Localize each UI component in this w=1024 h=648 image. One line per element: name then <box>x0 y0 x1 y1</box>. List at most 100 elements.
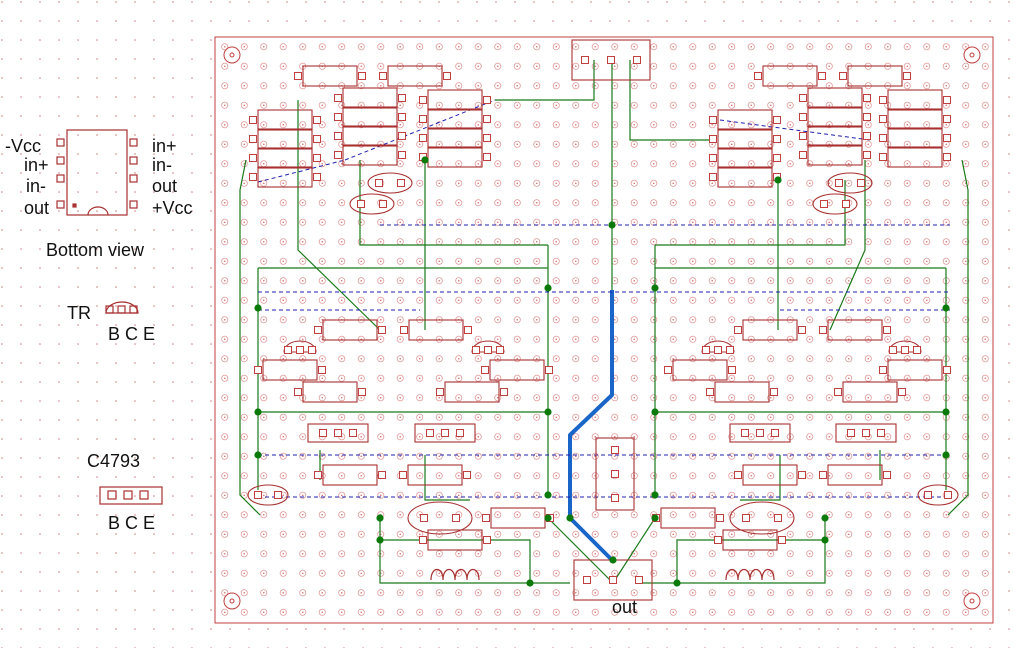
c4793-transistor <box>729 423 791 443</box>
resistor-pad <box>481 366 489 374</box>
resistor <box>427 146 483 168</box>
resistor <box>427 127 483 149</box>
resistor <box>257 147 313 169</box>
junction-dot <box>942 408 950 416</box>
capacitor-pad <box>835 179 843 187</box>
junction-dot <box>566 514 574 522</box>
wire <box>629 60 716 141</box>
wire <box>676 539 825 583</box>
legend-ic-symbol <box>56 129 138 216</box>
resistor-pad <box>294 388 302 396</box>
resistor-pad <box>773 116 781 124</box>
resistor <box>342 125 398 147</box>
wires-group <box>239 60 969 584</box>
ic-pin-right-2: in- <box>152 155 173 175</box>
resistor <box>342 144 398 166</box>
transistor-pad <box>456 429 464 437</box>
capacitor-outline <box>812 193 858 215</box>
transistor-pad <box>496 346 504 354</box>
resistor <box>842 381 898 403</box>
junction-dot <box>254 304 262 312</box>
resistor <box>742 464 798 486</box>
connector-pad <box>633 56 641 64</box>
transistor-pad <box>426 429 434 437</box>
resistor-pad <box>314 471 322 479</box>
resistor-pad <box>249 116 257 124</box>
junction-dot <box>651 408 659 416</box>
connector-pad <box>583 576 591 584</box>
resistor-pad <box>799 113 807 121</box>
resistor-pad <box>664 366 672 374</box>
junction-dot <box>774 176 782 184</box>
resistor-pad <box>419 96 427 104</box>
resistor <box>342 87 398 109</box>
resistor-pad <box>863 151 871 159</box>
capacitor-pad <box>357 200 365 208</box>
resistor <box>887 127 943 149</box>
resistor-pad <box>798 471 806 479</box>
resistor-pad <box>334 94 342 102</box>
resistor-pad <box>863 94 871 102</box>
junction-dot <box>544 514 552 522</box>
capacitor-outline <box>407 501 473 535</box>
ic-pin-right-1: in+ <box>152 136 177 156</box>
resistor-pad <box>773 135 781 143</box>
resistor-pad <box>798 326 806 334</box>
resistor-pad <box>709 116 717 124</box>
junction-dot <box>376 514 384 522</box>
resistor <box>807 144 863 166</box>
resistor <box>257 166 313 188</box>
resistor-pad <box>773 154 781 162</box>
resistor-pad <box>483 96 491 104</box>
resistor-pad <box>879 134 887 142</box>
c4793-legend-name: C4793 <box>87 451 141 471</box>
transistor-pad <box>319 429 327 437</box>
resistor-pad <box>943 115 951 123</box>
resistor-pad <box>378 326 386 334</box>
resistor-pad <box>463 471 471 479</box>
resistor-pad <box>419 536 427 544</box>
ic-pin-left-1: -Vcc <box>5 136 41 156</box>
resistor <box>887 108 943 130</box>
c4793-transistor <box>307 423 369 443</box>
junction-dot <box>544 284 552 292</box>
resistor-pad <box>399 471 407 479</box>
resistor-pad <box>943 96 951 104</box>
transistor-pad <box>756 429 764 437</box>
resistor-pad <box>943 153 951 161</box>
transistor-pad <box>771 429 779 437</box>
resistor <box>717 109 773 131</box>
resistor-pad <box>398 132 406 140</box>
resistor <box>717 147 773 169</box>
circuit-layout <box>239 39 969 601</box>
connector-pad <box>611 446 619 454</box>
resistor-pad <box>483 134 491 142</box>
capacitor-outline <box>729 501 795 535</box>
resistor-pad <box>943 134 951 142</box>
junction-dot <box>651 514 659 522</box>
transistor-pad <box>334 429 342 437</box>
resistor-pad <box>378 471 386 479</box>
resistor-pad <box>734 471 742 479</box>
transistor-pad <box>714 346 722 354</box>
resistor-pad <box>318 366 326 374</box>
resistor <box>714 381 770 403</box>
junction-dot <box>544 408 552 416</box>
transistor-pad <box>702 346 710 354</box>
resistor-pad <box>313 135 321 143</box>
resistor-pad <box>879 96 887 104</box>
resistor-pad <box>313 173 321 181</box>
resistor <box>427 529 483 551</box>
capacitor-pad <box>420 514 428 522</box>
resistor-pad <box>799 94 807 102</box>
resistor-pad <box>334 132 342 140</box>
resistor <box>262 359 318 381</box>
resistor-pad <box>314 326 322 334</box>
output-connector-label: out <box>612 597 638 617</box>
input-connector <box>571 39 651 81</box>
junction-dot <box>254 451 262 459</box>
capacitor-pad <box>924 491 932 499</box>
transistor-pad <box>349 429 357 437</box>
resistor-pad <box>379 72 387 80</box>
resistor <box>847 65 903 87</box>
